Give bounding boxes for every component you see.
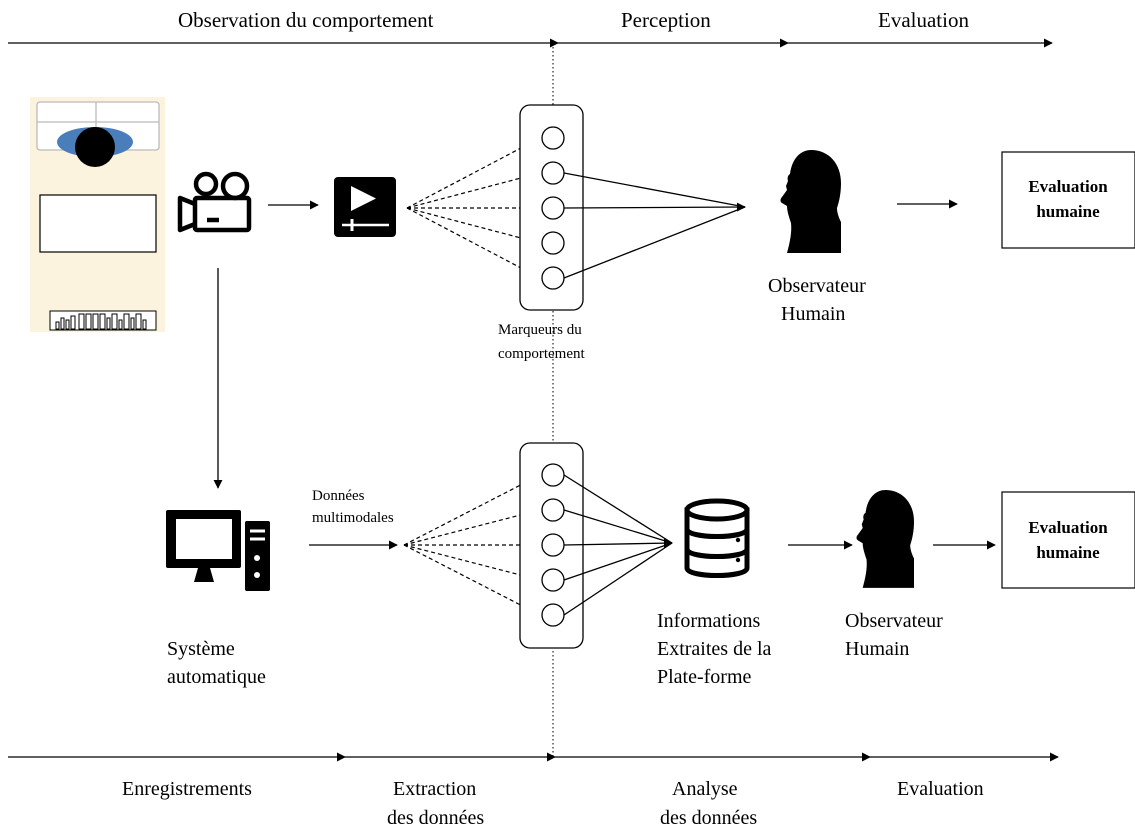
info-label-line3: Plate-forme	[657, 666, 752, 688]
markers-label-line2: comportement	[498, 346, 585, 362]
room-layout-icon	[30, 97, 165, 332]
phase-evaluation-bottom-label: Evaluation	[897, 778, 984, 800]
top-converging-lines	[563, 172, 746, 279]
phase-recordings-label: Enregistrements	[122, 778, 252, 800]
desktop-computer-icon	[166, 510, 270, 591]
human-head-icon	[780, 150, 841, 253]
phase-observation-label: Observation du comportement	[178, 8, 434, 32]
phase-perception-label: Perception	[621, 8, 711, 32]
bottom-marker-column	[519, 442, 584, 649]
video-camera-icon	[177, 171, 252, 233]
bottom-observer-label-line2: Humain	[845, 638, 909, 660]
top-dashed-fan	[406, 137, 541, 279]
phase-analysis-label-line1: Analyse	[672, 778, 738, 800]
system-label-line2: automatique	[167, 666, 266, 688]
info-label-line1: Informations	[657, 610, 761, 632]
video-player-icon	[334, 177, 396, 237]
bottom-eval-box-line2: humaine	[1036, 543, 1100, 562]
top-observer-label-line1: Observateur	[768, 275, 866, 297]
phase-extraction-label-line2: des données	[387, 807, 484, 829]
phase-extraction-label-line1: Extraction	[393, 778, 476, 800]
top-eval-box-line1: Evaluation	[1028, 177, 1108, 196]
database-icon	[684, 498, 750, 578]
info-label-line2: Extraites de la	[657, 638, 772, 660]
bottom-converging-lines	[563, 474, 673, 616]
bottom-eval-box-line1: Evaluation	[1028, 518, 1108, 537]
top-observer-label-line2: Humain	[781, 303, 845, 325]
top-marker-column	[519, 104, 584, 311]
phase-evaluation-label: Evaluation	[878, 8, 969, 32]
system-label-line1: Système	[167, 638, 235, 660]
markers-label-line1: Marqueurs du	[498, 322, 582, 338]
data-label-line1: Données	[312, 488, 365, 504]
human-head-icon	[856, 490, 914, 588]
bottom-observer-label-line1: Observateur	[845, 610, 943, 632]
top-evaluation-box	[1001, 151, 1135, 249]
bottom-dashed-fan	[403, 474, 541, 616]
phase-analysis-label-line2: des données	[660, 807, 757, 829]
data-label-line2: multimodales	[312, 510, 394, 526]
top-eval-box-line2: humaine	[1036, 202, 1100, 221]
bottom-evaluation-box	[1001, 491, 1135, 589]
